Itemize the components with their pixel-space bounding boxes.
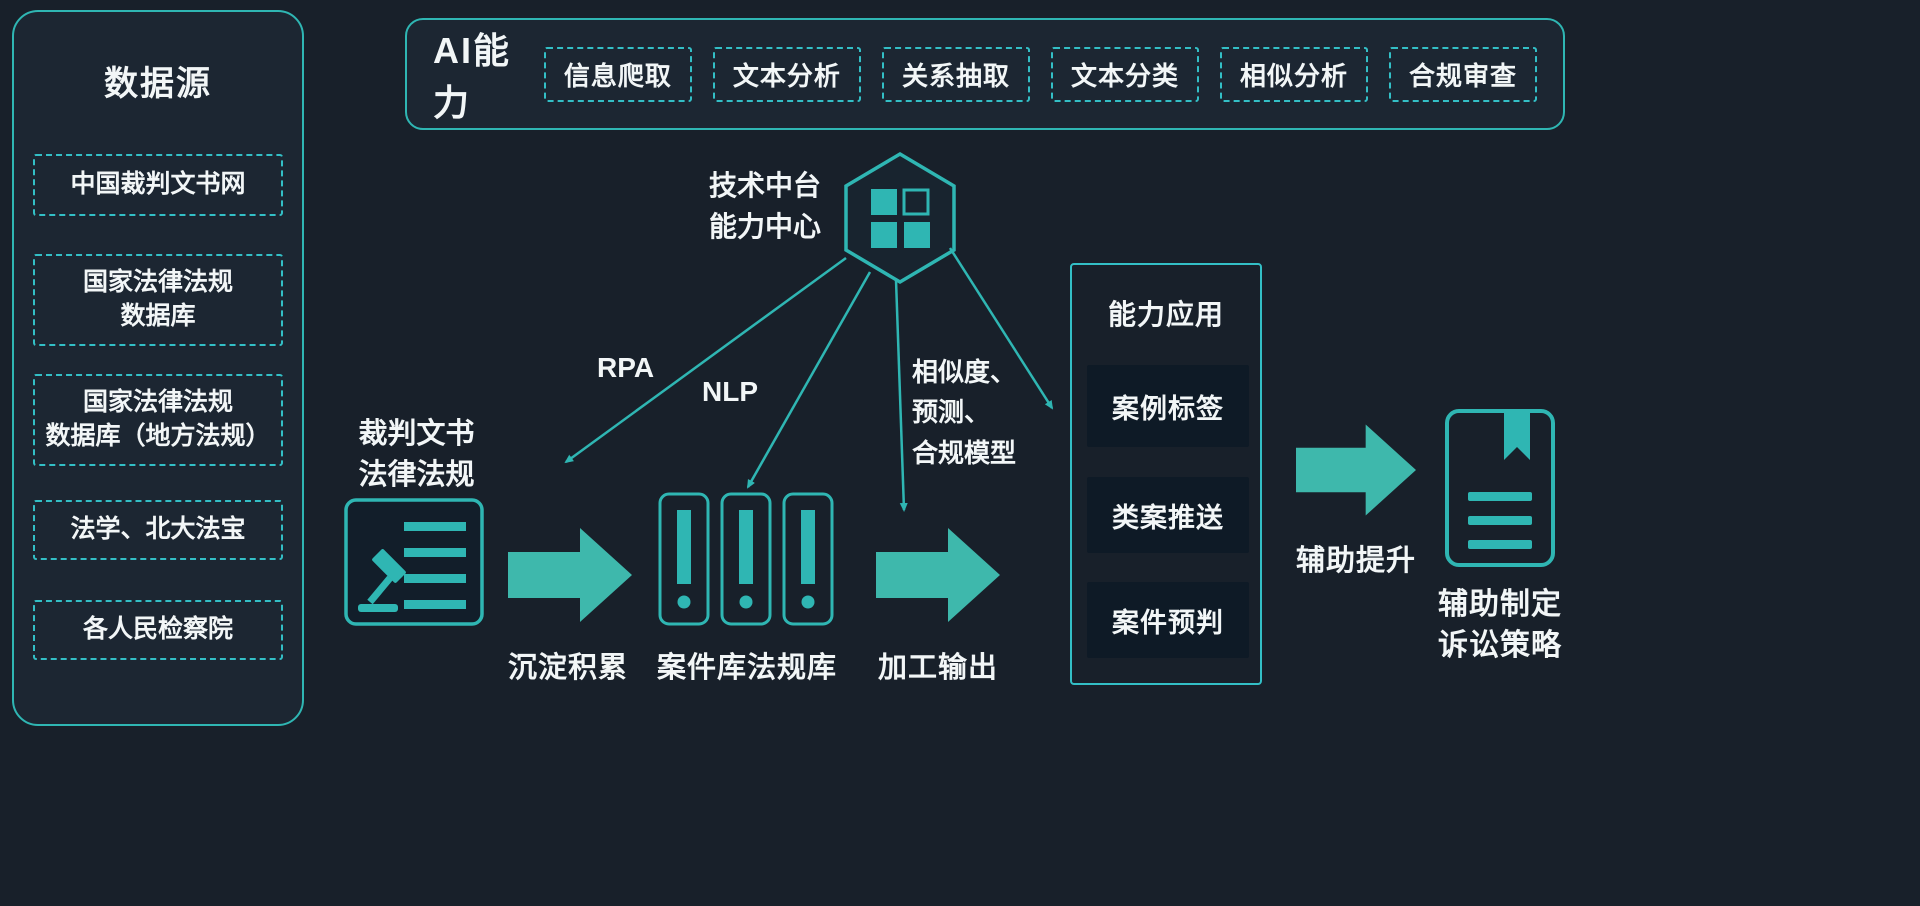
connector-arrow-models: [894, 279, 908, 512]
ai-capability-chip: 关系抽取: [881, 46, 1030, 102]
model-types-label: 相似度、 预测、 合规模型: [912, 357, 1017, 468]
ai-capability-chip: 文本分析: [712, 46, 861, 102]
data-source-item: 中国裁判文书网: [33, 154, 283, 216]
data-source-item: 各人民检察院: [33, 600, 283, 660]
grid-square-filled: [871, 189, 897, 215]
binder-icon: [658, 492, 710, 626]
grid-square-filled: [871, 222, 897, 248]
ai-capability-chip: 信息爬取: [543, 46, 692, 102]
case-library-icons: [658, 492, 834, 626]
grid-square-filled: [904, 222, 930, 248]
step-label-accumulate: 沉淀积累: [507, 652, 628, 684]
data-sources-title: 数据源: [104, 65, 212, 103]
data-source-item: 国家法律法规 数据库: [33, 254, 283, 346]
result-label: 辅助制定 诉讼策略: [1438, 588, 1562, 662]
binder-icon: [782, 492, 834, 626]
document-bookmark-icon: [1445, 409, 1555, 567]
ai-capability-chip: 文本分类: [1050, 46, 1199, 102]
ai-capabilities-title: AI能力: [433, 30, 512, 123]
bookmark-ribbon: [1504, 411, 1530, 460]
gavel-head: [372, 549, 406, 583]
capability-item: 案件预判: [1087, 582, 1249, 658]
connector-arrow-nlp: [746, 271, 872, 489]
grid-square-outline: [902, 188, 930, 216]
rpa-label: RPA: [597, 352, 655, 383]
nlp-label: NLP: [702, 376, 758, 407]
data-sources-panel: 数据源 中国裁判文书网 国家法律法规 数据库 国家法律法规 数据库（地方法规） …: [12, 10, 304, 726]
data-source-item: 法学、北大法宝: [33, 500, 283, 560]
gavel-handle: [367, 575, 393, 605]
library-label: 案件库法规库: [656, 652, 837, 684]
capability-box-title: 能力应用: [1107, 299, 1224, 330]
flow-arrow-1: [508, 528, 632, 622]
step-label-process-output: 加工输出: [877, 652, 998, 684]
capability-item: 类案推送: [1087, 477, 1249, 553]
step-label-assist-improve: 辅助提升: [1295, 545, 1416, 577]
capability-item: 案例标签: [1087, 365, 1249, 447]
flow-arrow-3: [1296, 424, 1416, 516]
capability-box: 能力应用 案例标签 类案推送 案件预判: [1070, 263, 1262, 685]
ai-capabilities-panel: AI能力 信息爬取 文本分析 关系抽取 文本分类 相似分析 合规审查: [405, 18, 1565, 130]
flow-arrow-2: [876, 528, 1000, 622]
data-source-item: 国家法律法规 数据库（地方法规）: [33, 374, 283, 466]
document-gavel-icon: [344, 498, 484, 626]
binder-icon: [720, 492, 772, 626]
gavel-base: [358, 604, 398, 612]
ai-capability-chip: 相似分析: [1219, 46, 1368, 102]
ai-capability-chip: 合规审查: [1388, 46, 1537, 102]
platform-hexagon-icon: [844, 151, 956, 285]
source-docs-label: 裁判文书 法律法规: [358, 418, 475, 491]
platform-label: 技术中台 能力中心: [708, 170, 821, 242]
